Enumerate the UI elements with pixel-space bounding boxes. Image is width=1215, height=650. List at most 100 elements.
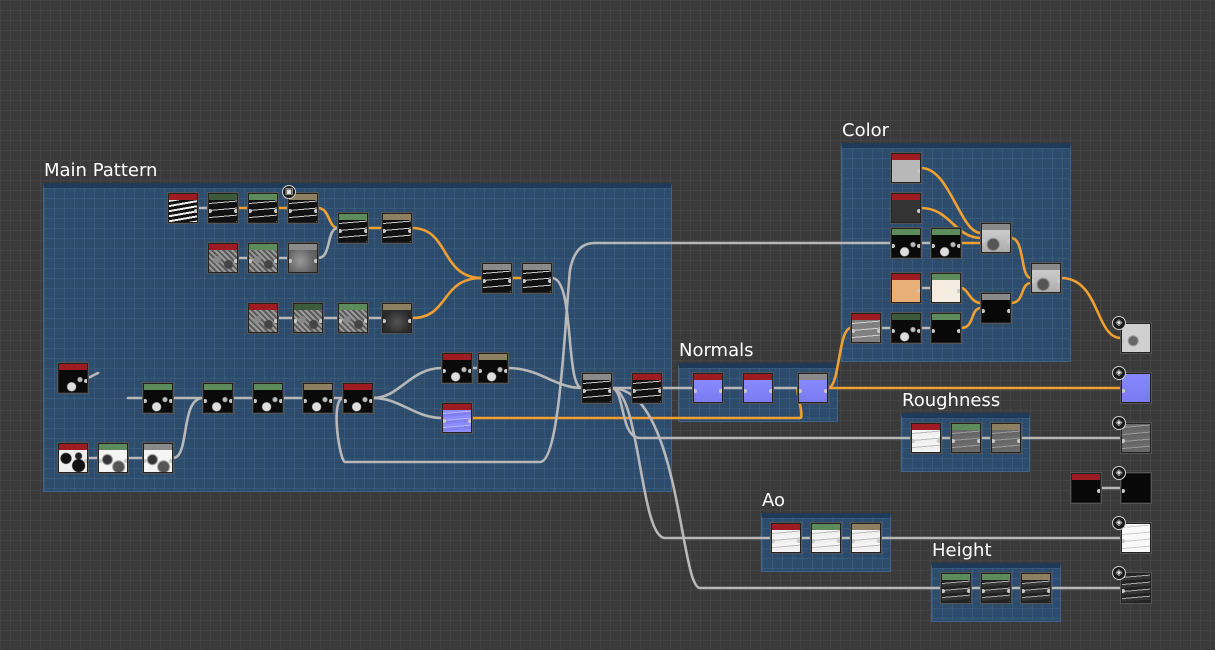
node-rgh-2[interactable] [951,423,981,453]
node-col-blend1[interactable] [981,223,1011,253]
connector-pin-icon[interactable] [982,309,985,313]
connector-pin-icon[interactable] [468,369,471,373]
connector-pin-icon[interactable] [1022,589,1025,593]
node-col-blend3[interactable] [981,293,1011,323]
node-rgh-1[interactable] [911,423,941,453]
connector-pin-icon[interactable] [952,439,955,443]
connector-pin-icon[interactable] [304,399,307,403]
connector-pin-icon[interactable] [249,259,252,263]
connector-pin-icon[interactable] [1017,439,1020,443]
node-rgh-3[interactable] [991,423,1021,453]
node-ao-3[interactable] [851,523,881,553]
node-col-orange[interactable] [891,273,921,303]
connector-pin-icon[interactable] [329,399,332,403]
connector-pin-icon[interactable] [249,209,252,213]
connector-pin-icon[interactable] [274,319,277,323]
wire[interactable] [1009,236,1033,280]
connector-pin-icon[interactable] [917,289,920,293]
wire[interactable] [410,276,484,320]
connector-pin-icon[interactable] [892,244,895,248]
wire[interactable] [171,396,205,460]
node-mp-cells2[interactable] [98,443,128,473]
connector-pin-icon[interactable] [1032,279,1035,283]
connector-pin-icon[interactable] [548,279,551,283]
connector-pin-icon[interactable] [314,209,317,213]
wire[interactable] [410,226,484,280]
connector-pin-icon[interactable] [1122,489,1125,493]
connector-pin-icon[interactable] [769,389,772,393]
connector-pin-icon[interactable] [942,589,945,593]
node-mp-n2[interactable] [208,243,238,273]
connector-pin-icon[interactable] [294,319,297,323]
connector-pin-icon[interactable] [314,259,317,263]
connector-pin-icon[interactable] [234,259,237,263]
out-height-node[interactable] [1121,573,1151,603]
node-mp-up2[interactable] [478,353,508,383]
connector-pin-icon[interactable] [912,439,915,443]
node-h-1[interactable] [941,573,971,603]
connector-pin-icon[interactable] [812,539,815,543]
connector-pin-icon[interactable] [932,329,935,333]
connector-pin-icon[interactable] [583,389,586,393]
wire[interactable] [316,226,340,260]
connector-pin-icon[interactable] [234,209,237,213]
connector-pin-icon[interactable] [289,259,292,263]
node-mp-blend1[interactable] [248,193,278,223]
node-ao-1[interactable] [771,523,801,553]
connector-pin-icon[interactable] [289,209,292,213]
connector-pin-icon[interactable] [1122,539,1125,543]
connector-pin-icon[interactable] [508,279,511,283]
connector-pin-icon[interactable] [837,539,840,543]
wire[interactable] [1059,276,1123,340]
connector-pin-icon[interactable] [339,229,342,233]
connector-pin-icon[interactable] [479,369,482,373]
wire[interactable] [1009,281,1033,305]
node-h-3[interactable] [1021,573,1051,603]
connector-pin-icon[interactable] [658,389,661,393]
wire[interactable] [826,326,853,390]
node-mp-n3[interactable] [248,243,278,273]
connector-pin-icon[interactable] [797,539,800,543]
node-settings-icon[interactable]: ▣ [282,185,296,199]
connector-pin-icon[interactable] [369,399,372,403]
connector-pin-icon[interactable] [84,379,87,383]
node-nrm-1[interactable] [693,373,723,403]
connector-pin-icon[interactable] [274,209,277,213]
connector-pin-icon[interactable] [144,459,147,463]
connector-pin-icon[interactable] [209,209,212,213]
node-mp-up1[interactable] [442,353,472,383]
connector-pin-icon[interactable] [364,319,367,323]
wire[interactable] [550,276,584,390]
wire[interactable] [371,366,444,400]
node-mp-mid2[interactable] [382,213,412,243]
wire[interactable] [335,241,893,464]
connector-pin-icon[interactable] [1122,439,1125,443]
node-mp-levels1[interactable] [288,193,318,223]
connector-pin-icon[interactable] [852,539,855,543]
node-mp-grunge4[interactable] [382,303,412,333]
node-col-m1[interactable] [851,313,881,343]
connector-pin-icon[interactable] [483,279,486,283]
connector-pin-icon[interactable] [967,589,970,593]
connector-pin-icon[interactable] [279,399,282,403]
wire[interactable] [919,206,983,240]
connector-pin-icon[interactable] [992,439,995,443]
connector-pin-icon[interactable] [877,329,880,333]
node-col-blend2[interactable] [1031,263,1061,293]
connector-pin-icon[interactable] [917,169,920,173]
node-mp-normal[interactable] [442,403,472,433]
node-mp-mid1[interactable] [338,213,368,243]
node-mp-cells3[interactable] [143,443,173,473]
cube-output-icon[interactable]: ◈ [1112,366,1126,380]
out-roughness-node[interactable] [1121,423,1151,453]
connector-pin-icon[interactable] [1047,589,1050,593]
node-ao-2[interactable] [811,523,841,553]
connector-pin-icon[interactable] [319,319,322,323]
connector-pin-icon[interactable] [99,459,102,463]
connector-pin-icon[interactable] [1007,309,1010,313]
connector-pin-icon[interactable] [1007,589,1010,593]
node-col-gray[interactable] [891,153,921,183]
connector-pin-icon[interactable] [169,459,172,463]
connector-pin-icon[interactable] [504,369,507,373]
